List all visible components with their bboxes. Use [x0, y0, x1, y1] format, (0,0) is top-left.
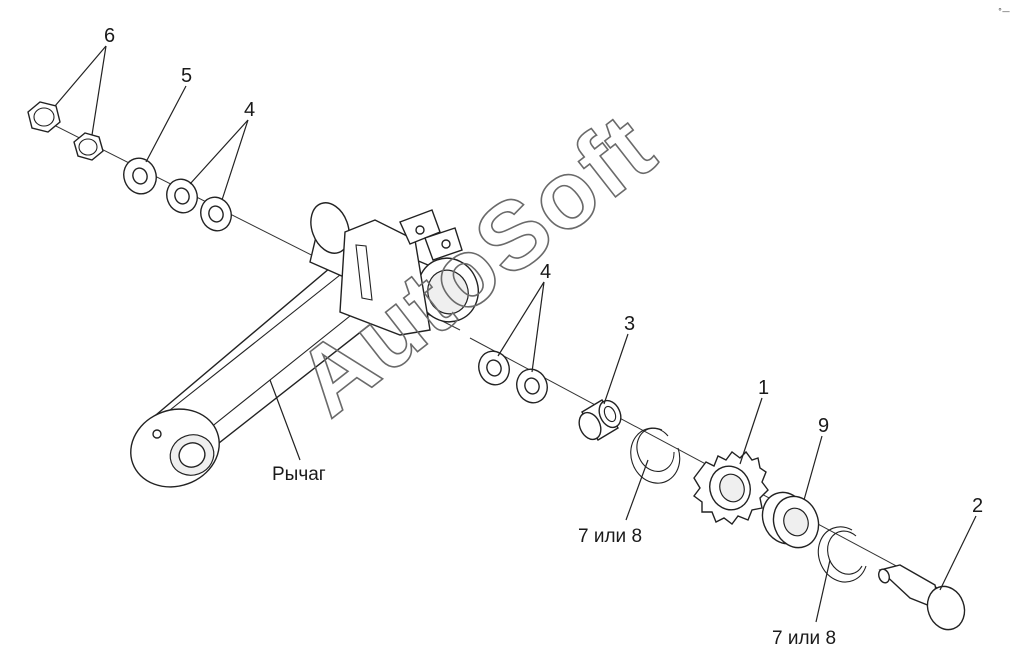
- label-7-or-8-upper: 7 или 8: [578, 526, 642, 547]
- label-4-upper: 4: [244, 99, 255, 121]
- label-5: 5: [181, 65, 192, 87]
- sprocket-part-1: [693, 450, 769, 525]
- nut-part-6a: [27, 101, 61, 133]
- washer-part-4b: [200, 196, 232, 232]
- label-6: 6: [104, 25, 115, 47]
- bearing-part-9: [761, 491, 820, 549]
- washer-part-4d: [516, 368, 548, 404]
- bushing-part-3: [578, 399, 622, 441]
- washer-part-5: [123, 157, 157, 195]
- label-9: 9: [818, 415, 829, 437]
- lever-part: [130, 202, 479, 488]
- pin-part-2: [878, 564, 966, 631]
- washer-part-4a: [166, 178, 198, 214]
- corner-mark: °—: [998, 7, 1010, 16]
- nut-part-6b: [73, 132, 104, 161]
- label-3: 3: [624, 313, 635, 335]
- retaining-ring-part-7a: [630, 427, 681, 484]
- callout-labels: 6 5 4 4 3 1 9 2 7 или 8 7 или 8 Рычаг: [104, 25, 983, 649]
- retaining-ring-part-7b: [817, 526, 867, 583]
- label-7-or-8-lower: 7 или 8: [772, 628, 836, 649]
- washer-part-4c: [478, 350, 510, 386]
- label-1: 1: [758, 377, 769, 399]
- label-2: 2: [972, 495, 983, 517]
- leader-lines: [54, 45, 977, 623]
- label-4-lower: 4: [540, 261, 551, 283]
- label-lever: Рычаг: [272, 464, 326, 485]
